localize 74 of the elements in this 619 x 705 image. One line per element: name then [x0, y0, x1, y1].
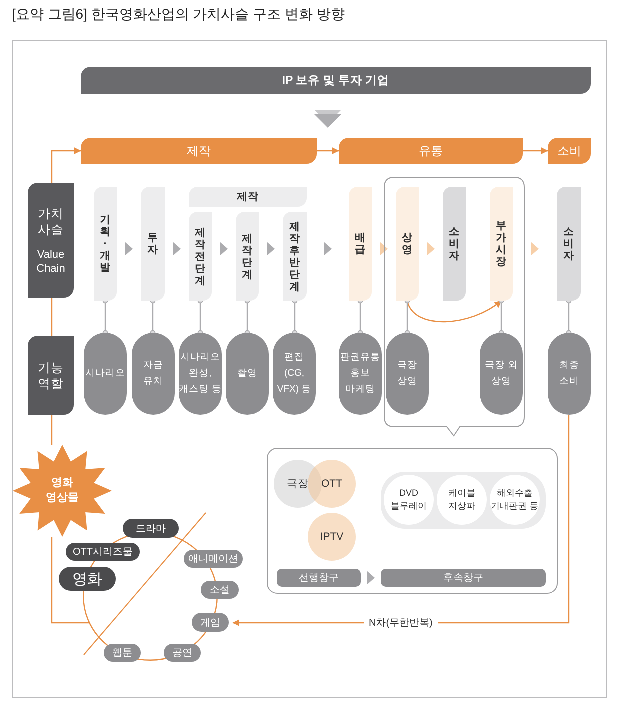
- stage-column: 배급: [349, 187, 372, 301]
- stage-bar: 제작: [81, 138, 317, 164]
- stage-bar: 소비: [548, 138, 591, 164]
- content-pill: 애니메이션: [184, 550, 243, 568]
- stage-column: 투자: [141, 187, 165, 301]
- connector-line: [566, 298, 572, 336]
- chevron-arrow: [173, 242, 181, 256]
- row-label-box: 기능 역할: [28, 336, 74, 415]
- connector-line: [102, 298, 108, 336]
- stage-column: 부가시장: [490, 187, 513, 301]
- content-pill: 영화: [59, 567, 116, 591]
- connector-line: [498, 298, 504, 336]
- stage-column: 상영: [396, 187, 419, 301]
- connector-line: [150, 298, 156, 336]
- stage-bar: 유통: [339, 138, 523, 164]
- chevron-arrow: [427, 242, 435, 256]
- chevron-arrow: [324, 242, 332, 256]
- connector-line: [358, 298, 364, 336]
- content-pill: 드라마: [123, 519, 179, 538]
- window-bar: 선행창구: [277, 569, 361, 587]
- role-pill: 시나리오: [84, 333, 127, 415]
- chevron-arrow: [531, 242, 539, 256]
- connector-line: [51, 298, 53, 336]
- arrow: [317, 148, 340, 154]
- role-pill: 극장 외 상영: [480, 333, 523, 415]
- venn-circle: 극장: [274, 460, 322, 508]
- connector-line: [51, 537, 89, 624]
- window-bar: 후속창구: [381, 569, 546, 587]
- connector-line: [404, 298, 410, 336]
- stage-column: 제작 전단계: [189, 212, 212, 301]
- diagram-title: [요약 그림6] 한국영화산업의 가치사슬 구조 변화 방향: [12, 5, 345, 23]
- double-chevron: [314, 110, 342, 128]
- chevron-arrow: [125, 242, 133, 256]
- callout-frame: [384, 177, 525, 436]
- stage-column: 소비자: [443, 187, 466, 301]
- role-pill: 시나리오 완성, 캐스팅 등: [179, 333, 222, 415]
- role-pill: 자금 유치: [132, 333, 175, 415]
- chevron-arrow: [267, 242, 275, 256]
- subtitle-text: Value Chain: [36, 248, 66, 276]
- channel-circle: DVD 블루레이: [384, 475, 434, 525]
- stage-column: 기획·개발: [94, 187, 117, 301]
- rounded-panel: [267, 448, 558, 594]
- edge-label: N차(무한반복): [364, 616, 438, 630]
- chevron-arrow: [380, 242, 388, 256]
- stage-column: 제작 후반 단계: [283, 212, 307, 301]
- content-pill: OTT시리즈물: [66, 543, 140, 561]
- chevron-arrow: [220, 242, 228, 256]
- channel-circle: 케이블 지상파: [437, 475, 487, 525]
- venn-circle: OTT: [308, 460, 356, 508]
- curved-arrow: [406, 300, 502, 323]
- group-header-bar: 제작: [189, 187, 307, 207]
- label-text: 가치 사슬: [37, 206, 65, 238]
- connector-line: [244, 298, 250, 336]
- venn-circle: IPTV: [308, 513, 356, 561]
- connector-line: [51, 415, 53, 445]
- row-label-box: [28, 183, 74, 298]
- role-pill: 최종 소비: [548, 333, 591, 415]
- role-pill: 편집 (CG, VFX) 등: [273, 333, 316, 415]
- role-pill: 판권유통 홍보 마케팅: [339, 333, 382, 415]
- content-pill: 소설: [201, 581, 239, 599]
- arrow: [523, 148, 548, 154]
- channel-circle: 해외수출 기내판권 등: [490, 475, 540, 525]
- chevron-arrow: [367, 571, 375, 585]
- connector-line: [292, 298, 298, 336]
- content-pill: 공연: [164, 644, 201, 662]
- content-pill: 게임: [192, 613, 229, 632]
- role-pill: 촬영: [226, 333, 269, 415]
- arrow: [51, 148, 82, 183]
- stage-column: 제작 단계: [236, 212, 259, 301]
- header-bar: IP 보유 및 투자 기업: [81, 67, 591, 94]
- starburst: 영화 영상물: [13, 445, 112, 537]
- connector-line: [198, 298, 204, 336]
- role-pill: 극장 상영: [386, 333, 429, 415]
- stage-column: 소비자: [557, 187, 581, 301]
